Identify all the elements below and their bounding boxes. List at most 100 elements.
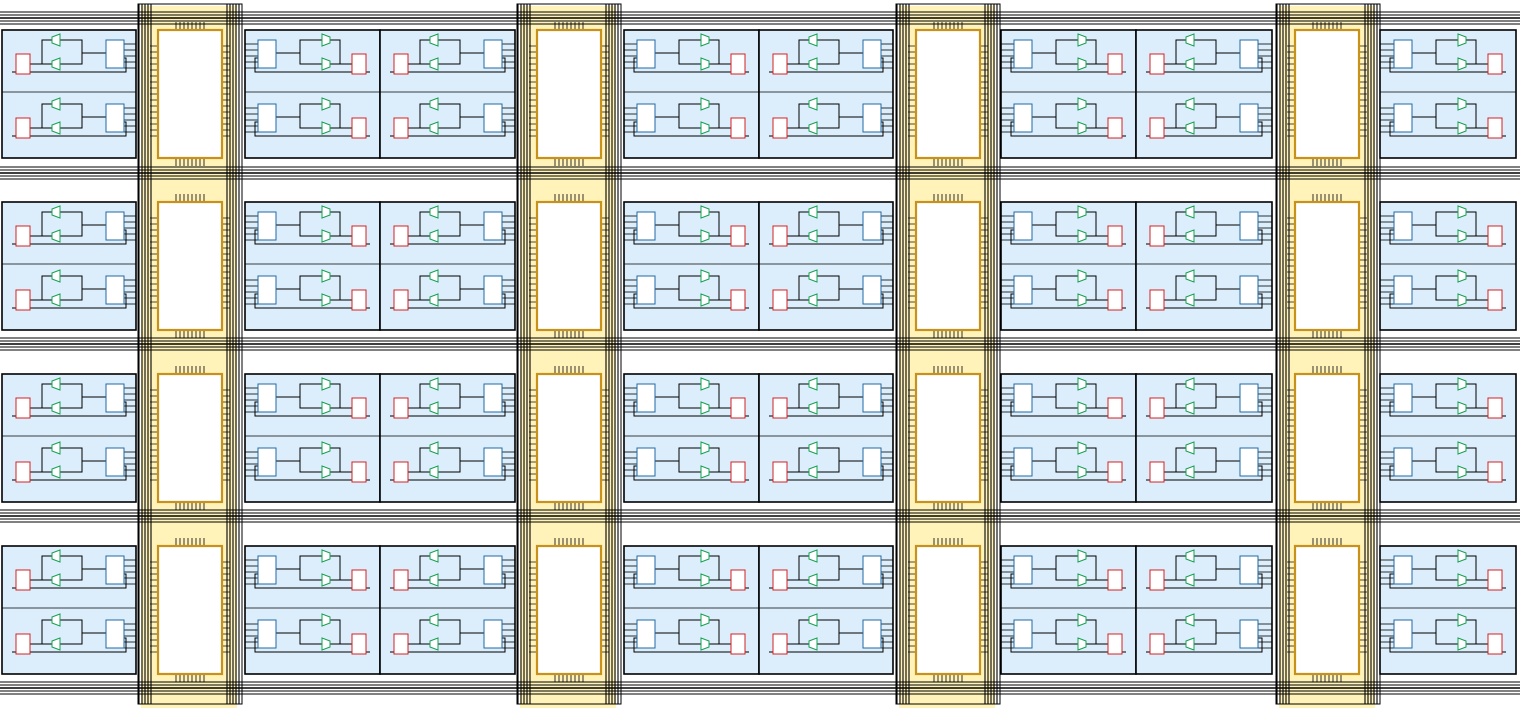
- lut-output-wire: [817, 225, 840, 237]
- feedback-wire: [633, 293, 749, 309]
- feedback-wire: [633, 121, 749, 137]
- lut-output-wire: [817, 211, 863, 226]
- mux-output-wire: [1164, 275, 1186, 301]
- mux: [700, 613, 710, 627]
- feedback-wire: [390, 229, 506, 245]
- lut-output-wire: [817, 619, 863, 634]
- mux: [700, 229, 710, 243]
- lut-output-wire: [1055, 461, 1078, 473]
- bram-frame: [914, 28, 982, 160]
- flip-flop: [351, 289, 367, 311]
- feedback-wire: [390, 637, 506, 653]
- mux: [1457, 637, 1467, 651]
- mux-output-wire: [30, 555, 52, 581]
- mux: [808, 637, 818, 651]
- mux-output-wire: [408, 555, 430, 581]
- lut-block: [1239, 275, 1259, 305]
- lut-output-wire: [276, 211, 322, 226]
- mux: [1185, 205, 1195, 219]
- mux-output-wire: [1466, 103, 1488, 129]
- logic-tile: [1379, 201, 1517, 331]
- logic-tile: [1000, 29, 1137, 159]
- feedback-wire: [1146, 573, 1263, 589]
- bram-block: [150, 22, 230, 166]
- lut-output-wire: [299, 117, 322, 129]
- feedback-wire: [254, 229, 370, 245]
- flip-flop: [1487, 461, 1503, 483]
- feedback-wire: [769, 293, 884, 309]
- flip-flop: [15, 225, 31, 247]
- logic-tile: [379, 201, 516, 331]
- lut-output-wire: [1412, 383, 1458, 398]
- mux: [51, 377, 61, 391]
- feedback-wire: [12, 637, 127, 653]
- lut-output-wire: [299, 53, 322, 65]
- lut-block: [1393, 103, 1413, 133]
- lut-block: [257, 275, 277, 305]
- mux-output-wire: [1466, 39, 1488, 65]
- lut-output-wire: [276, 555, 322, 570]
- feedback-wire: [12, 465, 127, 481]
- flip-flop: [1107, 53, 1123, 75]
- mux: [808, 377, 818, 391]
- lut-output-wire: [1194, 39, 1240, 54]
- lut-output-wire: [817, 103, 863, 118]
- mux: [1077, 465, 1087, 479]
- flip-flop: [1107, 289, 1123, 311]
- flip-flop: [15, 461, 31, 483]
- lut-block: [862, 39, 882, 69]
- bram-frame: [1293, 372, 1361, 504]
- bram-block: [529, 22, 609, 166]
- feedback-wire: [1010, 637, 1126, 653]
- flip-flop: [393, 289, 409, 311]
- lut-output-wire: [276, 39, 322, 54]
- lut-output-wire: [438, 289, 461, 301]
- lut-output-wire: [60, 225, 83, 237]
- mux-output-wire: [408, 383, 430, 409]
- lut-block: [1393, 447, 1413, 477]
- flip-flop: [772, 569, 788, 591]
- lut-output-wire: [438, 39, 484, 54]
- lut-block: [1013, 447, 1033, 477]
- mux: [1457, 121, 1467, 135]
- flip-flop: [1107, 569, 1123, 591]
- lut-output-wire: [655, 103, 701, 118]
- lut-block: [862, 383, 882, 413]
- bram-frame: [914, 544, 982, 676]
- flip-flop: [351, 461, 367, 483]
- lut-block: [1239, 447, 1259, 477]
- mux: [429, 229, 439, 243]
- lut-block: [105, 447, 125, 477]
- lut-block: [1013, 275, 1033, 305]
- lut-block: [862, 275, 882, 305]
- logic-tile: [623, 545, 760, 675]
- mux: [429, 205, 439, 219]
- lut-output-wire: [276, 103, 322, 118]
- lut-output-wire: [1435, 569, 1458, 581]
- mux: [808, 229, 818, 243]
- horizontal-channel: [0, 681, 1520, 695]
- lut-block: [862, 211, 882, 241]
- lut-block: [257, 619, 277, 649]
- flip-flop: [730, 53, 746, 75]
- mux: [1077, 401, 1087, 415]
- lut-block: [636, 619, 656, 649]
- mux: [51, 97, 61, 111]
- flip-flop: [1107, 461, 1123, 483]
- flip-flop: [393, 53, 409, 75]
- feedback-wire: [633, 401, 749, 417]
- mux: [429, 441, 439, 455]
- bram-frame: [156, 372, 224, 504]
- feedback-wire: [633, 229, 749, 245]
- mux: [700, 33, 710, 47]
- feedback-wire: [769, 637, 884, 653]
- mux: [700, 121, 710, 135]
- mux: [808, 549, 818, 563]
- lut-block: [636, 275, 656, 305]
- horizontal-channel: [0, 509, 1520, 523]
- lut-output-wire: [1055, 117, 1078, 129]
- logic-tile: [244, 201, 381, 331]
- mux-output-wire: [709, 555, 731, 581]
- flip-flop: [1149, 53, 1165, 75]
- logic-tiles: [1, 29, 1517, 675]
